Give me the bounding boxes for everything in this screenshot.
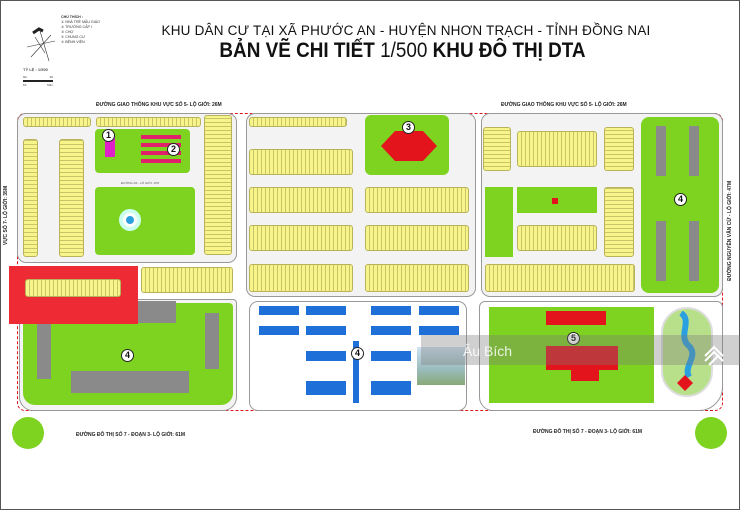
watermark-band bbox=[421, 335, 740, 365]
perspective-image bbox=[417, 347, 465, 385]
residential-lots bbox=[517, 131, 597, 167]
apartment-building bbox=[71, 371, 189, 393]
residential-lots bbox=[517, 225, 597, 251]
marker-3: 3 bbox=[402, 121, 415, 134]
scale-label: TỶ LỆ : 1/500 bbox=[23, 67, 48, 72]
residential-lots bbox=[23, 117, 91, 127]
residential-lots bbox=[604, 127, 634, 171]
road-label-internal: ĐƯỜNG D4 - LỘ GIỚI: 17M bbox=[121, 181, 160, 185]
highlighted-lots bbox=[25, 279, 121, 297]
apartment-building bbox=[419, 326, 459, 335]
kindergarten-building bbox=[105, 135, 115, 157]
marker-4: 4 bbox=[121, 349, 134, 362]
road-label-bottom-right: ĐƯỜNG ĐÔ THỊ SỐ 7 - ĐOẠN 3- LỘ GIỚI: 61M bbox=[533, 429, 643, 435]
residential-lots bbox=[59, 139, 84, 257]
legend-item: ⑤ BỆNH VIỆN bbox=[61, 40, 85, 44]
apartment-building bbox=[371, 326, 411, 335]
apartment-building bbox=[353, 341, 359, 403]
marker-1: 1 bbox=[102, 129, 115, 142]
residential-lots bbox=[365, 264, 469, 292]
apartment-building bbox=[656, 126, 666, 176]
residential-lots bbox=[365, 187, 469, 213]
north-arrow-icon bbox=[26, 27, 56, 62]
fountain bbox=[119, 209, 141, 231]
residential-lots bbox=[365, 225, 469, 251]
apartment-building bbox=[205, 313, 219, 369]
park bbox=[485, 187, 513, 257]
apartment-building bbox=[371, 351, 411, 361]
building bbox=[552, 198, 558, 204]
apartment-building bbox=[259, 326, 299, 335]
hospital-building bbox=[546, 311, 606, 325]
apartment-building bbox=[689, 221, 699, 281]
residential-lots bbox=[23, 139, 38, 257]
apartment-building bbox=[656, 221, 666, 281]
legend-item: ④ CHUNG CƯ bbox=[61, 35, 86, 39]
apartment-building bbox=[259, 306, 299, 315]
market-building bbox=[381, 131, 437, 161]
apartment-building bbox=[371, 306, 411, 315]
legend: CHÚ THÍCH : ① NHÀ TRẺ MẪU GIÁO ② TRƯỜNG … bbox=[61, 15, 100, 45]
road-label-left: VỰC SỐ 7- LỘ GIỚI: 35M bbox=[3, 186, 10, 245]
tree-circle bbox=[695, 417, 727, 449]
park bbox=[95, 187, 195, 255]
hospital-building bbox=[571, 367, 599, 381]
watermark-logo-icon bbox=[704, 345, 724, 366]
marker-2: 2 bbox=[167, 143, 180, 156]
apartment-building bbox=[306, 306, 346, 315]
residential-lots bbox=[249, 187, 353, 213]
tree-circle bbox=[12, 417, 44, 449]
marker-5: 5 bbox=[567, 332, 580, 345]
apartment-building bbox=[306, 381, 346, 395]
residential-lots bbox=[485, 264, 635, 292]
marker-4: 4 bbox=[674, 193, 687, 206]
residential-lots bbox=[249, 264, 353, 292]
apartment-building bbox=[37, 323, 51, 379]
apartment-building bbox=[371, 381, 411, 395]
map-title: BẢN VẼ CHI TIẾT 1/500 KHU ĐÔ THỊ DTA bbox=[219, 39, 586, 62]
legend-item: ① NHÀ TRẺ MẪU GIÁO bbox=[61, 20, 100, 24]
residential-lots bbox=[483, 127, 511, 171]
apartment-building bbox=[419, 306, 459, 315]
lake bbox=[678, 311, 696, 379]
road-label-right: ĐƯỜNG NGUYỄN VĂN CỪ - LỘ GIỚI: 47M bbox=[727, 181, 734, 281]
pavilion-icon bbox=[677, 375, 693, 391]
residential-lots bbox=[141, 267, 233, 293]
residential-lots bbox=[249, 117, 347, 127]
legend-heading: CHÚ THÍCH : bbox=[61, 15, 83, 19]
legend-item: ② TRƯỜNG CẤP I bbox=[61, 25, 92, 29]
residential-lots bbox=[204, 115, 232, 255]
apartment-building bbox=[306, 351, 346, 361]
residential-lots bbox=[604, 187, 634, 257]
road-label-top-left: ĐƯỜNG GIAO THÔNG KHU VỰC SỐ 5- LỘ GIỚI: … bbox=[96, 102, 222, 108]
apartment-building bbox=[306, 326, 346, 335]
marker-4: 4 bbox=[351, 347, 364, 360]
residential-lots bbox=[249, 225, 353, 251]
road-label-bottom-left: ĐƯỜNG ĐÔ THỊ SỐ 7 - ĐOẠN 3- LỘ GIỚI: 61M bbox=[76, 432, 186, 438]
legend-item: ③ CHỢ bbox=[61, 30, 74, 34]
watermark-text: Âu Bích bbox=[463, 343, 513, 359]
apartment-building bbox=[689, 126, 699, 176]
residential-lots bbox=[96, 117, 201, 127]
map-subtitle: KHU DÂN CƯ TẠI XÃ PHƯỚC AN - HUYỆN NHƠN … bbox=[161, 23, 651, 38]
road-label-top-right: ĐƯỜNG GIAO THÔNG KHU VỰC SỐ 5- LỘ GIỚI: … bbox=[501, 102, 627, 108]
hospital-building bbox=[546, 346, 618, 370]
residential-lots bbox=[249, 149, 353, 175]
